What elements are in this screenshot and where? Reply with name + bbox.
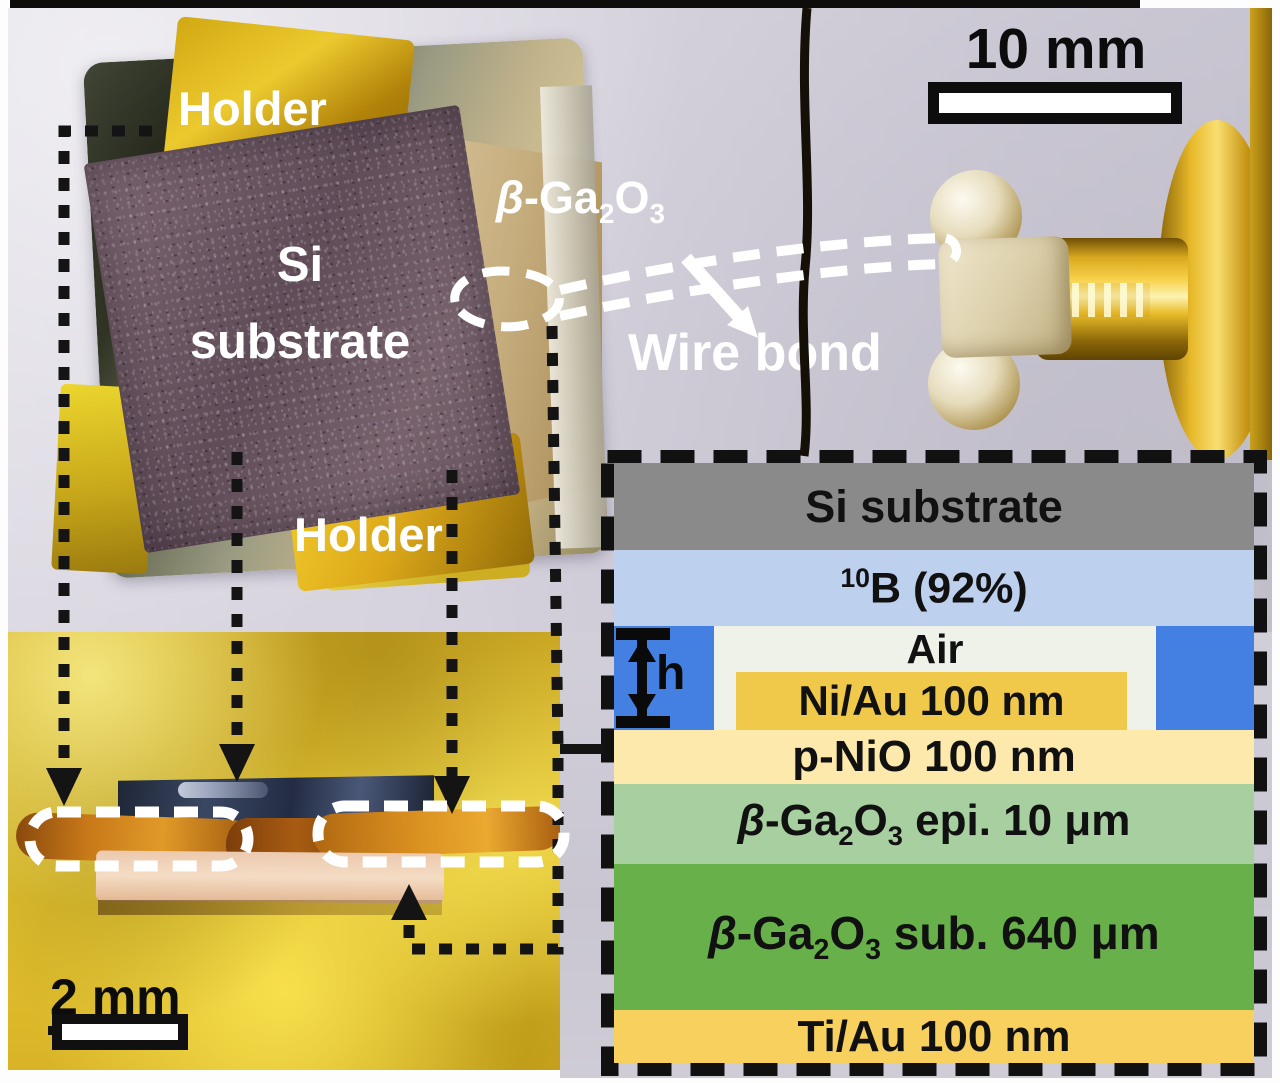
layer-air-label: Air	[906, 625, 964, 672]
photo-device-side-view: 2 mm	[8, 632, 560, 1070]
layer-stack-diagram: Si substrate 10B (92%) h Air	[600, 449, 1268, 1077]
sma-connector-edge	[1250, 8, 1272, 460]
ga2o3-label: β-Ga2O3	[496, 172, 665, 229]
layer-pnio: p-NiO 100 nm	[614, 730, 1254, 784]
photo-top-edge-shadow	[10, 0, 1140, 8]
layer-b10-label: 10B (92%)	[840, 562, 1028, 613]
h-dimension-arrow	[616, 628, 670, 728]
diagram-dashed-border	[601, 450, 1267, 1076]
layer-ga2o3-sub-label: β-Ga2O3 sub. 640 μm	[708, 907, 1160, 967]
air-gap-side-left: h	[614, 626, 714, 730]
layer-tiau-label: Ti/Au 100 nm	[797, 1011, 1071, 1061]
si-substrate-label: Si substrate	[128, 238, 472, 370]
substrate-shadow	[98, 900, 442, 915]
scale-bar-10mm-label: 10 mm	[965, 17, 1147, 81]
layer-si-substrate: Si substrate	[614, 463, 1254, 550]
h-label: h	[656, 647, 686, 700]
layer-ga2o3-epi-label: β-Ga2O3 epi. 10 μm	[737, 796, 1131, 851]
scale-bar-10mm	[928, 82, 1182, 124]
layer-niau-label: Ni/Au 100 nm	[798, 677, 1065, 724]
layer-pnio-label: p-NiO 100 nm	[792, 732, 1076, 781]
connector-body	[937, 235, 1073, 359]
layer-tiau: Ti/Au 100 nm	[614, 1010, 1254, 1063]
scale-bar-2mm	[52, 1014, 188, 1050]
layer-b10: 10B (92%)	[614, 550, 1254, 626]
air-gap-side-right	[1156, 626, 1254, 730]
wire-bond-label: Wire bond	[628, 324, 882, 382]
si-label-line2: substrate	[189, 315, 411, 370]
layer-niau: Ni/Au 100 nm	[736, 672, 1127, 730]
holder-label-bottom: Holder	[294, 508, 443, 561]
air-gap-center: Air Ni/Au 100 nm	[714, 626, 1156, 730]
layer-ga2o3-sub: β-Ga2O3 sub. 640 μm	[614, 864, 1254, 1010]
si-edge-reflection	[178, 782, 268, 798]
copper-tape-right	[312, 805, 560, 859]
layer-air-gap-row: h Air Ni/Au 100 nm	[614, 626, 1254, 730]
si-label-line1: Si	[276, 238, 324, 292]
layer-ga2o3-epi: β-Ga2O3 epi. 10 μm	[614, 784, 1254, 864]
ga2o3-substrate-edge-bar	[95, 850, 445, 904]
layer-si-label: Si substrate	[805, 480, 1063, 532]
holder-label-top: Holder	[178, 82, 327, 135]
